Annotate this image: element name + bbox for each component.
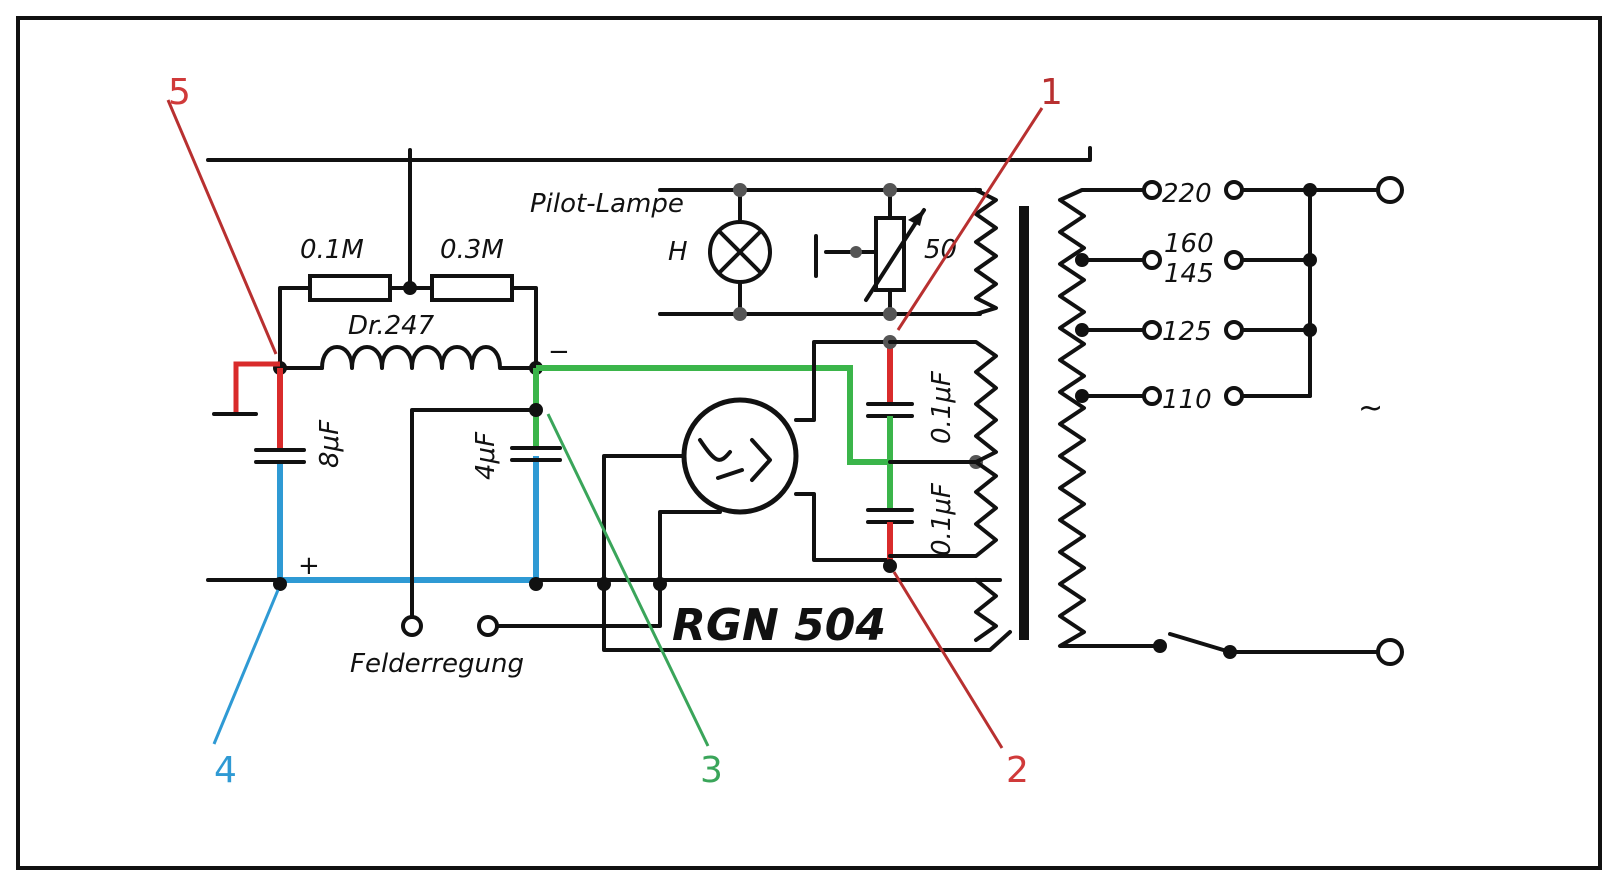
- tap-label-160: 160: [1164, 229, 1214, 259]
- mains-junction-3: [1303, 323, 1317, 337]
- tap-junction-110: [1075, 389, 1089, 403]
- green-path: [536, 365, 893, 512]
- rectifier-tube: RGN 504: [602, 340, 1012, 652]
- transformer-primary: [1058, 188, 1154, 648]
- junction-rheo-bottom: [883, 307, 897, 321]
- voltage-taps: 220 160 145 125 110: [1142, 179, 1244, 415]
- resistor-0.3M: 0.3M: [430, 235, 538, 368]
- junction-tube-b: [653, 577, 667, 591]
- label-rheo: 50: [924, 235, 957, 265]
- transformer-secondaries: [888, 188, 998, 642]
- junction-resistors: [403, 281, 417, 295]
- capacitor-0.1uF-lower: 0.1μF: [866, 482, 957, 566]
- junction-4uF-bottom: [529, 577, 543, 591]
- mains-input: ~: [1240, 176, 1404, 426]
- capacitor-4uF: 4μF: [471, 368, 562, 480]
- label-plus: +: [298, 551, 320, 581]
- callout-4: 4: [212, 589, 280, 791]
- callout-number-4: 4: [214, 750, 237, 791]
- diagram-border: [16, 16, 1602, 870]
- label-pilot-h: H: [668, 237, 688, 267]
- label-field: Felderregung: [350, 649, 524, 679]
- mains-switch: [1150, 632, 1404, 666]
- callout-number-1: 1: [1040, 72, 1063, 113]
- tap-label-110: 110: [1162, 385, 1212, 415]
- junction-pilot-bottom: [733, 307, 747, 321]
- junction-plus: [273, 577, 287, 591]
- label-tube: RGN 504: [672, 600, 886, 651]
- label-r1: 0.1M: [300, 235, 364, 265]
- pilot-lamp: Pilot-Lampe H: [530, 188, 982, 316]
- junction-tube-a: [597, 577, 611, 591]
- tap-label-125: 125: [1162, 317, 1212, 347]
- junction-rheo-top: [883, 183, 897, 197]
- callout-number-5: 5: [168, 72, 191, 113]
- label-ac: ~: [1358, 391, 1383, 426]
- choke-coil: Dr.247: [278, 311, 538, 370]
- callout-2: 2: [892, 571, 1029, 791]
- label-choke: Dr.247: [348, 311, 435, 341]
- label-c4: 4μF: [471, 431, 501, 480]
- tap-junction-160: [1075, 253, 1089, 267]
- top-rail: [206, 146, 1092, 290]
- junction-cap-bottom: [883, 559, 897, 573]
- label-c8: 8μF: [315, 419, 345, 468]
- label-minus: −: [548, 337, 570, 367]
- rheostat-50: 50: [814, 188, 957, 316]
- label-pilot: Pilot-Lampe: [530, 189, 684, 219]
- mains-junction-1: [1303, 183, 1317, 197]
- callout-number-3: 3: [700, 750, 723, 791]
- mains-junction-2: [1303, 253, 1317, 267]
- ground-stub: [212, 361, 280, 416]
- tap-junction-125: [1075, 323, 1089, 337]
- callout-1: 1: [896, 72, 1063, 331]
- field-excitation: Felderregung: [350, 408, 662, 679]
- tap-label-220: 220: [1162, 179, 1212, 209]
- label-r2: 0.3M: [440, 235, 504, 265]
- junction-rheo-wiper: [850, 246, 862, 258]
- tap-label-145: 145: [1164, 259, 1214, 289]
- label-c01b: 0.1μF: [927, 482, 957, 556]
- label-c01a: 0.1μF: [927, 370, 957, 444]
- capacitor-8uF: 8μF: [254, 368, 345, 580]
- resistor-0.1M: 0.1M: [278, 235, 434, 370]
- capacitor-0.1uF-upper: 0.1μF: [866, 342, 957, 462]
- callout-5: 5: [166, 72, 278, 355]
- junction-pilot-top: [733, 183, 747, 197]
- callout-number-2: 2: [1006, 750, 1029, 791]
- callout-3: 3: [546, 413, 723, 791]
